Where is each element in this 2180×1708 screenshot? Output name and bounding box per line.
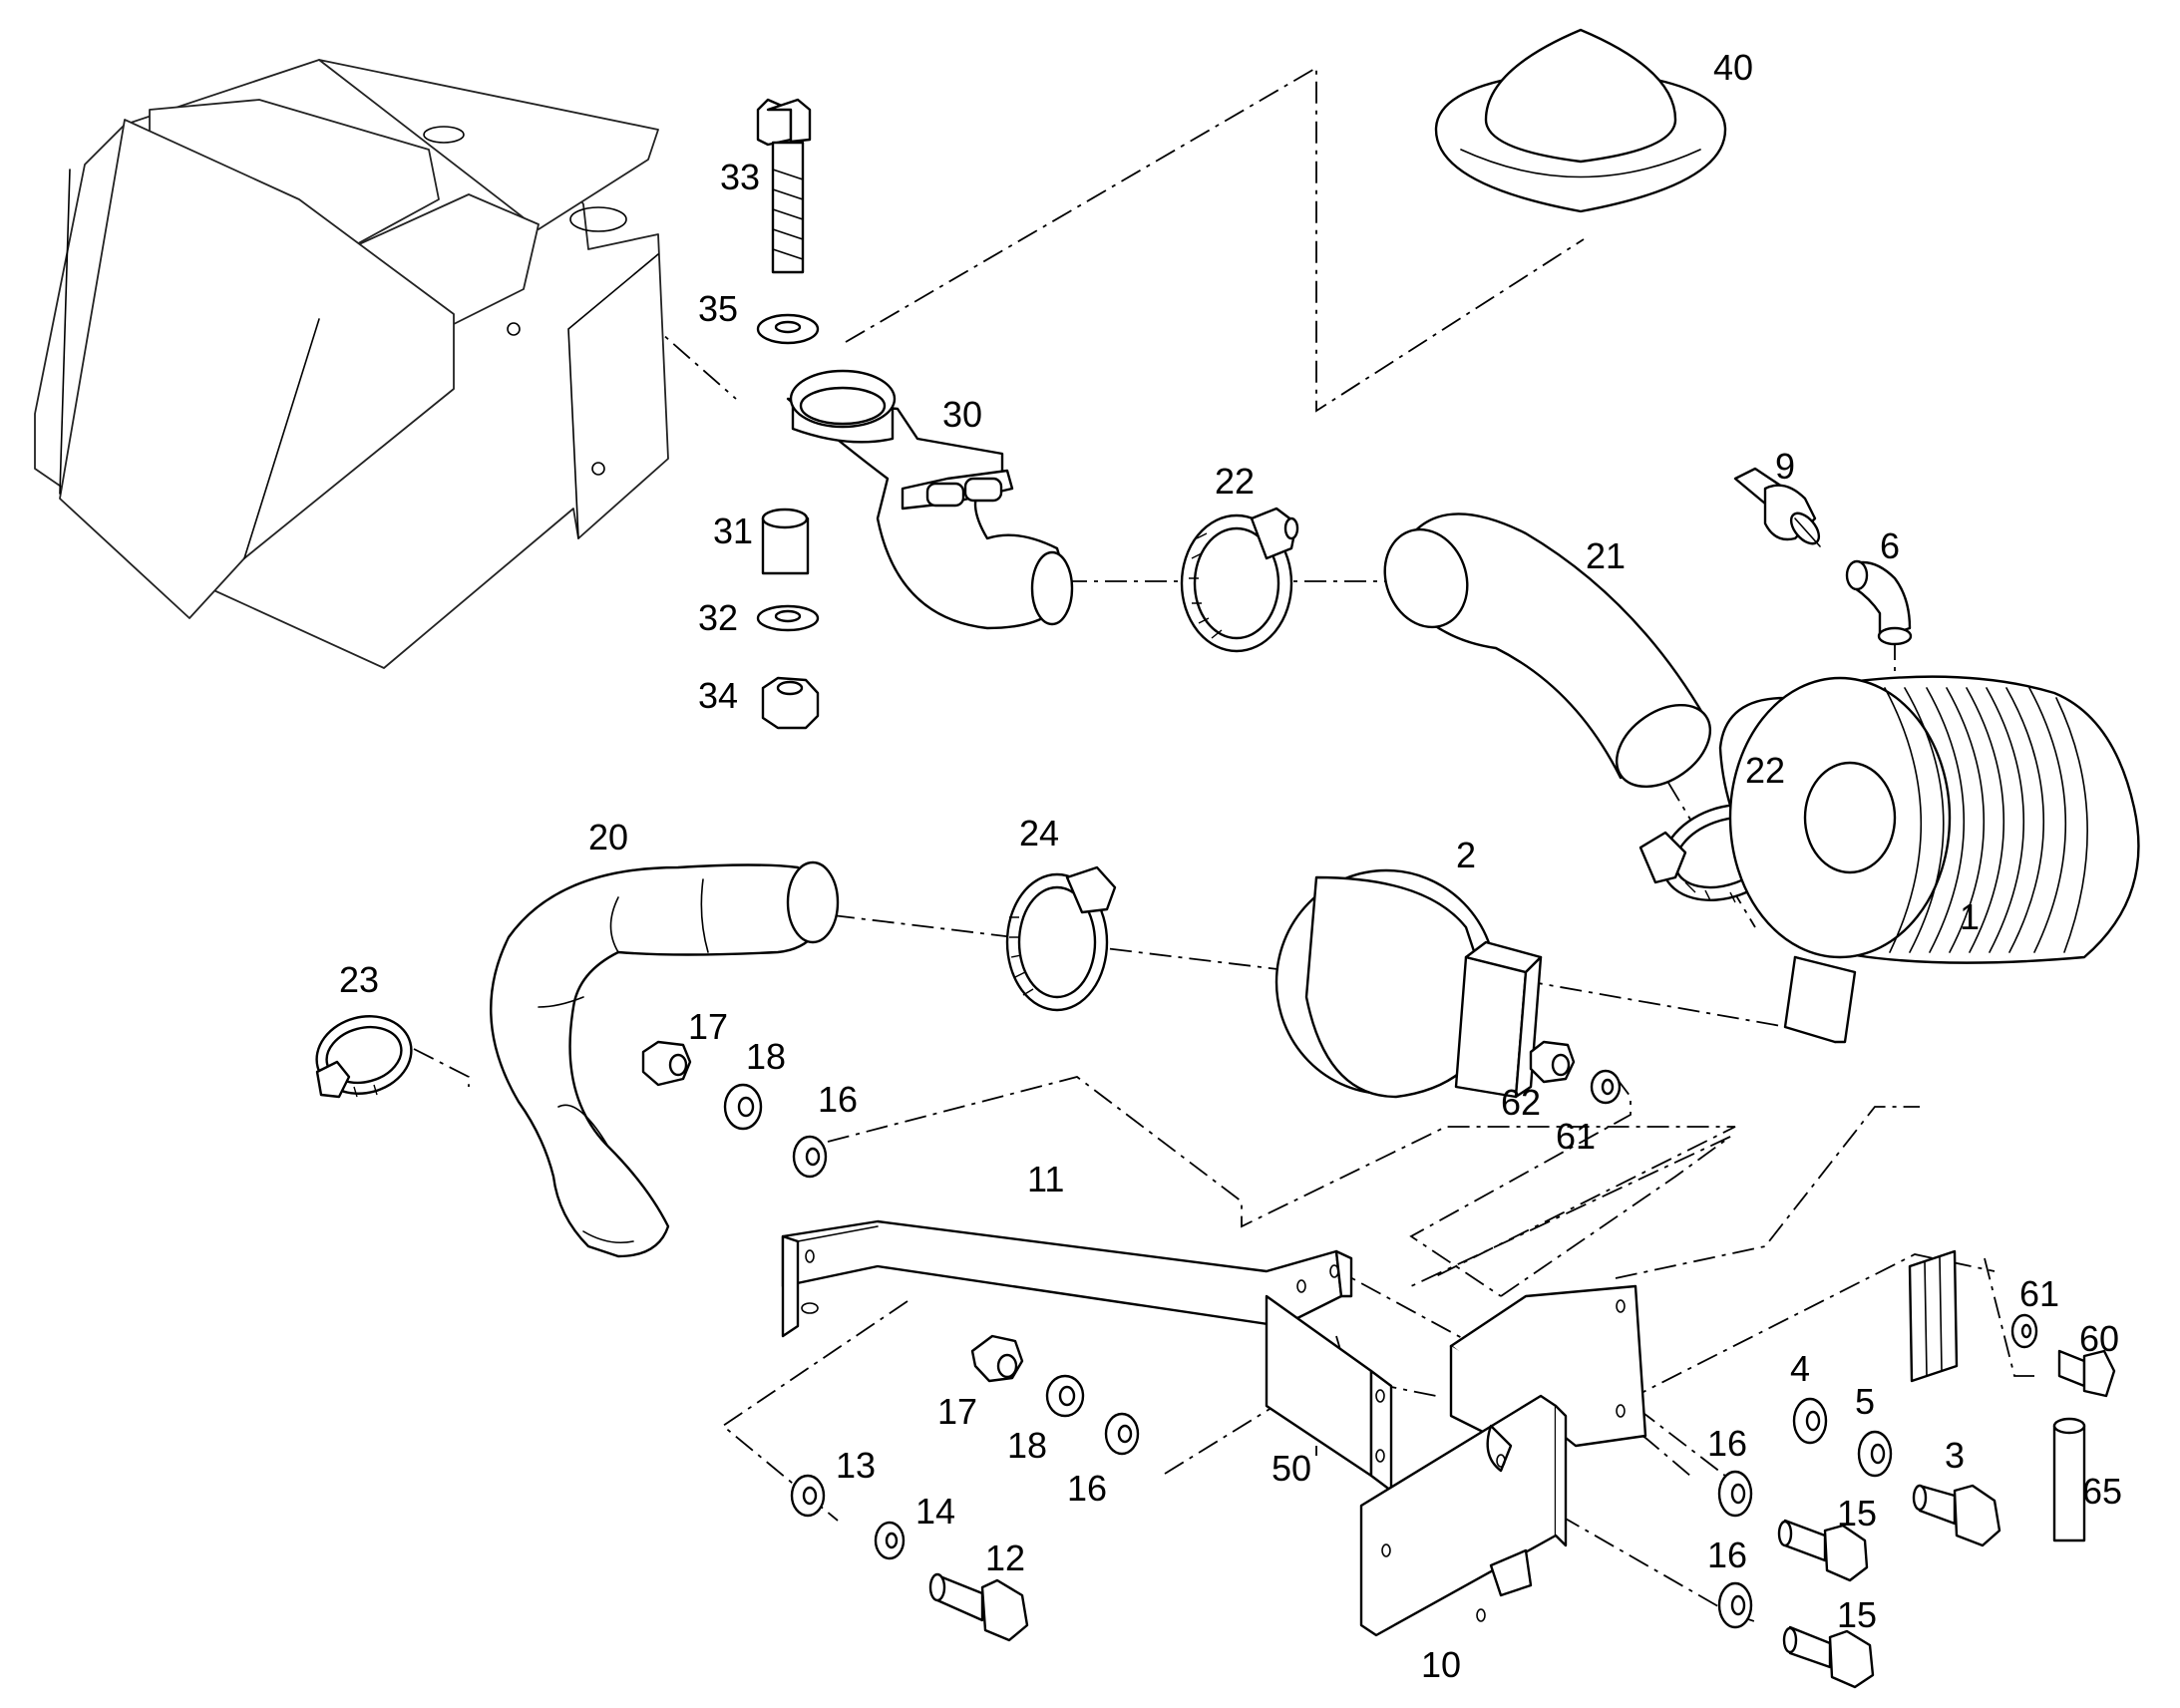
part-50-plate (1265, 1294, 1393, 1493)
part-15-bolt-upper (1777, 1519, 1869, 1582)
part-20-hose (490, 860, 840, 1258)
callout-40: 40 (1713, 47, 1753, 88)
callout-34: 34 (698, 675, 738, 716)
part-18-washer-lower (1045, 1374, 1085, 1418)
part-4-washer (1792, 1397, 1828, 1445)
callout-9: 9 (1775, 446, 1795, 487)
callout-50: 50 (1272, 1448, 1311, 1489)
callout-11: 11 (1027, 1159, 1064, 1199)
part-16-washer-right-lower (1717, 1581, 1753, 1629)
part-24-hose-clamp (1005, 865, 1117, 1012)
part-1-air-filter (1718, 675, 2140, 1044)
callout-17-upper: 17 (688, 1006, 728, 1047)
callout-23: 23 (339, 959, 379, 1000)
part-2-mounting-band (1274, 868, 1543, 1099)
part-5-washer (1857, 1430, 1893, 1478)
part-17-nut-lower (970, 1334, 1024, 1383)
part-11-bracket (781, 1219, 1353, 1338)
part-16-washer-lower (1104, 1412, 1140, 1456)
callout-18-lower: 18 (1007, 1425, 1047, 1466)
part-31-spacer (761, 508, 810, 575)
callout-60: 60 (2079, 1318, 2119, 1359)
callout-17-lower: 17 (937, 1391, 977, 1432)
callout-62: 62 (1501, 1082, 1541, 1123)
callout-3: 3 (1945, 1435, 1965, 1476)
part-9-sensor (1733, 467, 1821, 547)
part-15-bolt-lower (1782, 1625, 1875, 1689)
callout-16-lower: 16 (1067, 1468, 1107, 1509)
part-34-nut (761, 676, 820, 730)
callout-32: 32 (698, 597, 738, 638)
part-65-sleeve (2052, 1417, 2086, 1542)
callout-65: 65 (2082, 1471, 2122, 1512)
callout-labels: 40 33 35 30 22 9 6 31 21 32 34 22 20 24 … (339, 47, 2122, 1685)
callout-12: 12 (985, 1537, 1025, 1578)
callout-14: 14 (915, 1491, 955, 1532)
part-60-bolt (2057, 1349, 2116, 1398)
callout-15-upper: 15 (1837, 1493, 1877, 1534)
part-18-washer-upper (723, 1083, 763, 1131)
callout-4: 4 (1790, 1348, 1810, 1389)
part-32-washer (756, 604, 820, 632)
part-61-washer-upper (1590, 1069, 1622, 1105)
callout-15-lower: 15 (1837, 1594, 1877, 1635)
part-14-washer (874, 1521, 906, 1560)
part-35-washer (756, 313, 820, 345)
part-6-elbow (1845, 559, 1913, 646)
callout-33: 33 (720, 157, 760, 197)
callout-10: 10 (1421, 1644, 1461, 1685)
callout-24: 24 (1019, 813, 1059, 854)
callout-21: 21 (1586, 535, 1626, 576)
part-16-washer-upper (792, 1135, 828, 1179)
callout-35: 35 (698, 288, 738, 329)
part-22-hose-clamp-upper (1180, 507, 1299, 653)
part-filter-clip (1908, 1249, 1959, 1383)
part-3-bolt (1912, 1484, 2001, 1547)
callout-61-right: 61 (2019, 1273, 2059, 1314)
callout-20: 20 (588, 817, 628, 857)
part-40-cap (1434, 28, 1727, 213)
part-17-nut-upper (641, 1040, 692, 1087)
callout-30: 30 (942, 394, 982, 435)
callout-16-right-upper: 16 (1707, 1423, 1747, 1464)
callout-16-upper: 16 (818, 1079, 858, 1120)
part-30-intake-elbow (786, 369, 1074, 630)
part-12-bolt (928, 1572, 1029, 1642)
callout-31: 31 (713, 511, 753, 551)
part-33-bolt (756, 98, 812, 274)
engine-housing-drawing (34, 59, 669, 669)
part-21-hose (1383, 512, 1712, 789)
part-10-mount-bracket (1359, 1284, 1647, 1637)
callout-61-upper: 61 (1556, 1116, 1596, 1157)
part-16-washer-right-upper (1717, 1470, 1753, 1518)
callout-6: 6 (1880, 525, 1900, 566)
callout-18-upper: 18 (746, 1036, 786, 1077)
part-62-nut (1529, 1040, 1576, 1084)
part-13-washer (790, 1474, 826, 1518)
callout-22-lower: 22 (1745, 750, 1785, 791)
callout-2: 2 (1456, 835, 1476, 875)
callout-1: 1 (1960, 896, 1980, 937)
callout-5: 5 (1855, 1381, 1875, 1422)
part-61-washer-right (2010, 1313, 2038, 1349)
callout-22-upper: 22 (1215, 461, 1255, 502)
callout-13: 13 (836, 1445, 876, 1486)
part-23-hose-clamp (315, 1015, 413, 1099)
callout-16-right-lower: 16 (1707, 1535, 1747, 1575)
